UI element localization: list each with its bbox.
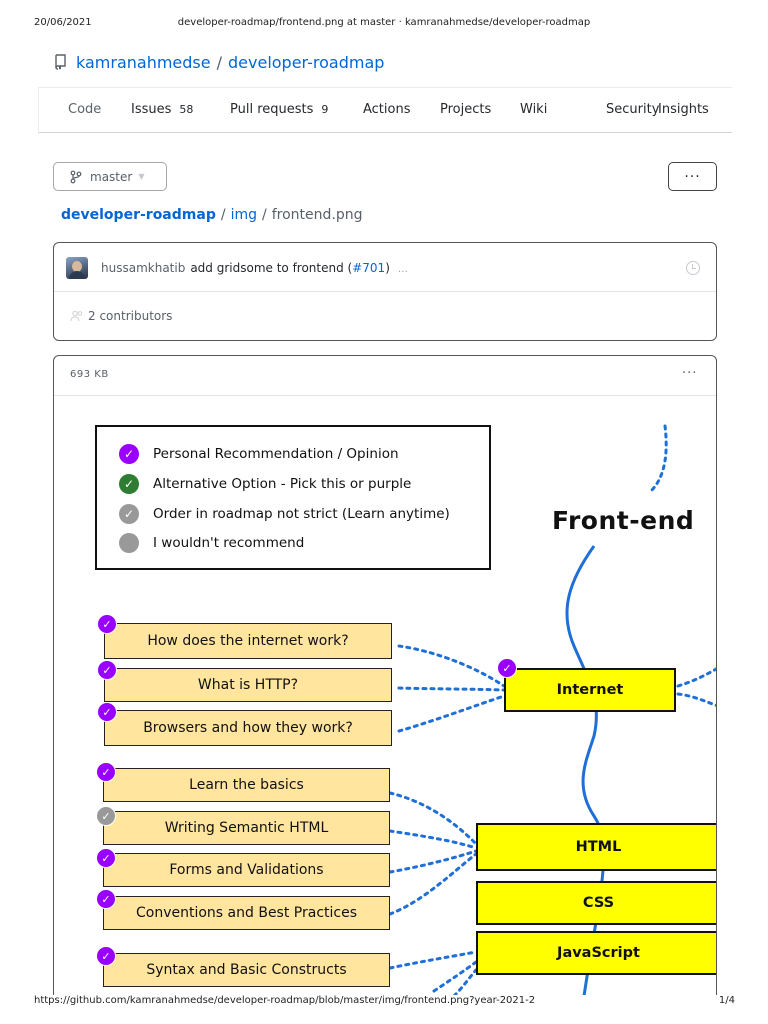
tab-label: Code <box>68 102 102 117</box>
check-icon: ✓ <box>96 848 116 868</box>
tab-wiki[interactable]: Wiki <box>520 102 547 117</box>
node-css: CSS <box>476 881 716 925</box>
breadcrumb-root-link[interactable]: developer-roadmap <box>61 207 216 223</box>
legend-label: Alternative Option - Pick this or purple <box>153 476 412 492</box>
check-icon: ✓ <box>97 702 117 722</box>
branch-label: master <box>90 169 133 184</box>
node-javascript: JavaScript <box>476 931 716 975</box>
check-icon: ✓ <box>97 660 117 680</box>
branch-select-button[interactable]: master ▼ <box>53 162 167 191</box>
print-header: 20/06/2021 developer-roadmap/frontend.pn… <box>0 0 768 30</box>
chevron-down-icon: ▼ <box>138 172 145 181</box>
tab-code[interactable]: Code <box>68 102 101 117</box>
contributors-link[interactable]: 2 contributors <box>70 309 172 323</box>
roadmap-heading: Front-end <box>552 506 695 535</box>
tab-count: 58 <box>179 103 194 116</box>
check-icon: ✓ <box>96 946 116 966</box>
tab-insights[interactable]: Insights <box>658 102 709 117</box>
roadmap-image: ✓ Personal Recommendation / Opinion ✓ Al… <box>54 396 716 995</box>
tab-actions[interactable]: Actions <box>363 102 411 117</box>
avatar-face <box>72 261 82 272</box>
topic-box: Writing Semantic HTML <box>103 811 390 845</box>
tab-label: Issues <box>131 102 172 117</box>
tab-label: Projects <box>440 102 492 117</box>
repo-tabs: Code Issues 58 Pull requests 9 Actions Pro… <box>38 87 732 134</box>
avatar[interactable] <box>66 257 88 279</box>
file-size: 693 KB <box>70 369 109 380</box>
node-internet: Internet <box>504 668 676 712</box>
print-url: https://github.com/kamranahmedse/develop… <box>34 995 536 1006</box>
commit-message-text[interactable]: add gridsome to frontend ( <box>190 261 353 275</box>
avatar-body <box>69 271 85 279</box>
repo-icon <box>54 54 68 70</box>
check-icon: ✓ <box>96 889 116 909</box>
print-footer: https://github.com/kamranahmedse/develop… <box>0 992 768 1012</box>
repo-heading: kamranahmedse / developer-roadmap <box>54 52 384 72</box>
check-icon: ✓ <box>119 504 139 524</box>
legend-item: ✓ Alternative Option - Pick this or purp… <box>119 474 411 494</box>
commit-message-close: ) <box>385 261 390 275</box>
breadcrumb: developer-roadmap/img/frontend.png <box>61 207 362 223</box>
tab-projects[interactable]: Projects <box>440 102 491 117</box>
legend-item: I wouldn't recommend <box>119 533 304 553</box>
tab-pull-requests[interactable]: Pull requests 9 <box>230 102 328 117</box>
topic-box: What is HTTP? <box>104 668 392 702</box>
breadcrumb-separator: / <box>261 207 267 223</box>
print-page-number: 1/4 <box>718 995 735 1006</box>
repo-separator: / <box>216 52 222 72</box>
commit-author-link[interactable]: hussamkhatib <box>101 261 186 275</box>
legend-label: Order in roadmap not strict (Learn anyti… <box>153 506 450 522</box>
check-icon: ✓ <box>119 444 139 464</box>
legend-label: Personal Recommendation / Opinion <box>153 446 399 462</box>
print-title: developer-roadmap/frontend.png at master… <box>177 17 591 28</box>
file-viewer: 693 KB ··· ✓ <box>53 355 717 995</box>
git-branch-icon <box>70 170 82 183</box>
file-header: 693 KB ··· <box>54 356 716 396</box>
print-date: 20/06/2021 <box>34 17 92 28</box>
tab-label: Actions <box>363 102 411 117</box>
topic-box: Learn the basics <box>103 768 390 802</box>
topic-box: Conventions and Best Practices <box>103 896 390 930</box>
tab-label: Pull requests <box>230 102 314 117</box>
check-icon: ✓ <box>97 614 117 634</box>
tab-label: Wiki <box>520 102 548 117</box>
breadcrumb-file: frontend.png <box>271 207 363 223</box>
repo-owner-link[interactable]: kamranahmedse <box>76 52 211 72</box>
breadcrumb-dir-link[interactable]: img <box>230 207 257 223</box>
topic-box: Browsers and how they work? <box>104 710 392 746</box>
latest-commit-box: hussamkhatib add gridsome to frontend (#7… <box>53 242 717 341</box>
history-icon[interactable] <box>686 261 700 275</box>
breadcrumb-separator: / <box>220 207 226 223</box>
commit-expand-button[interactable]: … <box>397 264 408 275</box>
tab-label: Insights <box>658 102 709 117</box>
people-icon <box>70 310 83 322</box>
topic-box: How does the internet work? <box>104 623 392 659</box>
legend-label: I wouldn't recommend <box>153 535 305 551</box>
legend-item: ✓ Personal Recommendation / Opinion <box>119 444 399 464</box>
commit-message: hussamkhatib add gridsome to frontend (#7… <box>101 261 408 275</box>
check-icon: ✓ <box>497 658 517 678</box>
check-icon: ✓ <box>96 806 116 826</box>
node-html: HTML <box>476 823 716 871</box>
circle-icon <box>119 533 139 553</box>
legend-item: ✓ Order in roadmap not strict (Learn any… <box>119 504 450 524</box>
tabs-left-border <box>38 88 39 134</box>
contributors-text: 2 contributors <box>88 309 173 323</box>
topic-box: Syntax and Basic Constructs <box>103 953 390 987</box>
tab-label: Security <box>606 102 660 117</box>
topic-box: Forms and Validations <box>103 853 390 887</box>
roadmap-legend: ✓ Personal Recommendation / Opinion ✓ Al… <box>95 425 491 570</box>
commit-row: hussamkhatib add gridsome to frontend (#7… <box>54 243 716 292</box>
tab-security[interactable]: Security <box>606 102 659 117</box>
tab-issues[interactable]: Issues 58 <box>131 102 193 117</box>
file-more-button[interactable]: ··· <box>682 366 698 381</box>
check-icon: ✓ <box>119 474 139 494</box>
commit-pr-link[interactable]: #701 <box>352 261 386 275</box>
more-options-button[interactable]: ··· <box>668 162 717 191</box>
tab-count: 9 <box>321 103 329 116</box>
repo-name-link[interactable]: developer-roadmap <box>228 52 385 72</box>
check-icon: ✓ <box>96 762 116 782</box>
